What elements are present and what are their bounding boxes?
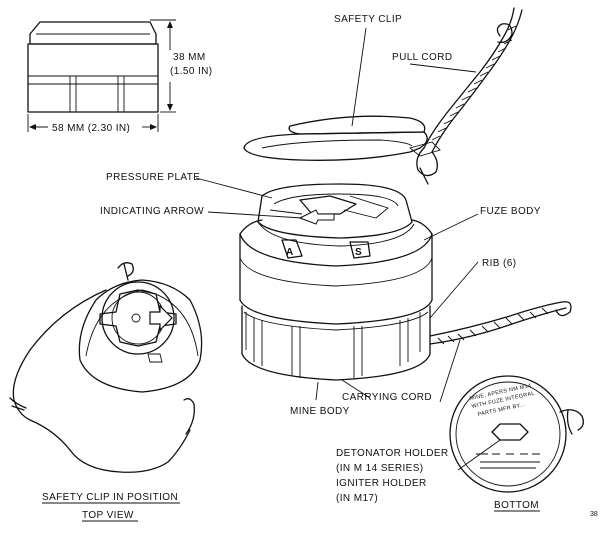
label-pull-cord: PULL CORD [392, 52, 452, 63]
label-indicating-arrow: INDICATING ARROW [100, 206, 204, 217]
height-label-mm: 38 MM [173, 52, 206, 63]
label-detonator-line2: (IN M 14 SERIES) [336, 463, 424, 474]
leader-lines [195, 27, 501, 471]
safety-clip-drawing [243, 115, 441, 161]
bottom-view-drawing [449, 375, 584, 493]
label-detonator-line4: (IN M17) [336, 493, 378, 504]
top-view-drawing [78, 262, 203, 393]
label-rib: RIB (6) [482, 258, 516, 269]
label-safety-clip-in-position: SAFETY CLIP IN POSITION [42, 492, 178, 503]
plate-letter-a: A [286, 247, 293, 258]
label-safety-clip: SAFETY CLIP [334, 14, 402, 25]
label-mine-body: MINE BODY [290, 406, 350, 417]
label-pressure-plate: PRESSURE PLATE [106, 172, 200, 183]
label-fuze-body: FUZE BODY [480, 206, 541, 217]
page-number: 38 [590, 511, 598, 518]
pull-cord-drawing [416, 7, 523, 185]
side-view-drawing [27, 19, 176, 132]
height-label-in: (1.50 IN) [170, 66, 213, 77]
arrow-icon [149, 304, 173, 332]
label-detonator-line3: IGNITER HOLDER [336, 478, 427, 489]
carrying-cord-drawing [429, 301, 572, 345]
label-bottom: BOTTOM [494, 500, 539, 511]
width-label: 58 MM (2.30 IN) [52, 123, 130, 134]
label-top-view: TOP VIEW [82, 510, 134, 521]
label-carrying-cord: CARRYING CORD [342, 392, 432, 403]
top-view-cord-drawing [9, 289, 195, 473]
label-detonator-line1: DETONATOR HOLDER [336, 448, 449, 459]
mine-assembly-drawing [239, 183, 433, 381]
plate-letter-s: S [355, 247, 362, 258]
